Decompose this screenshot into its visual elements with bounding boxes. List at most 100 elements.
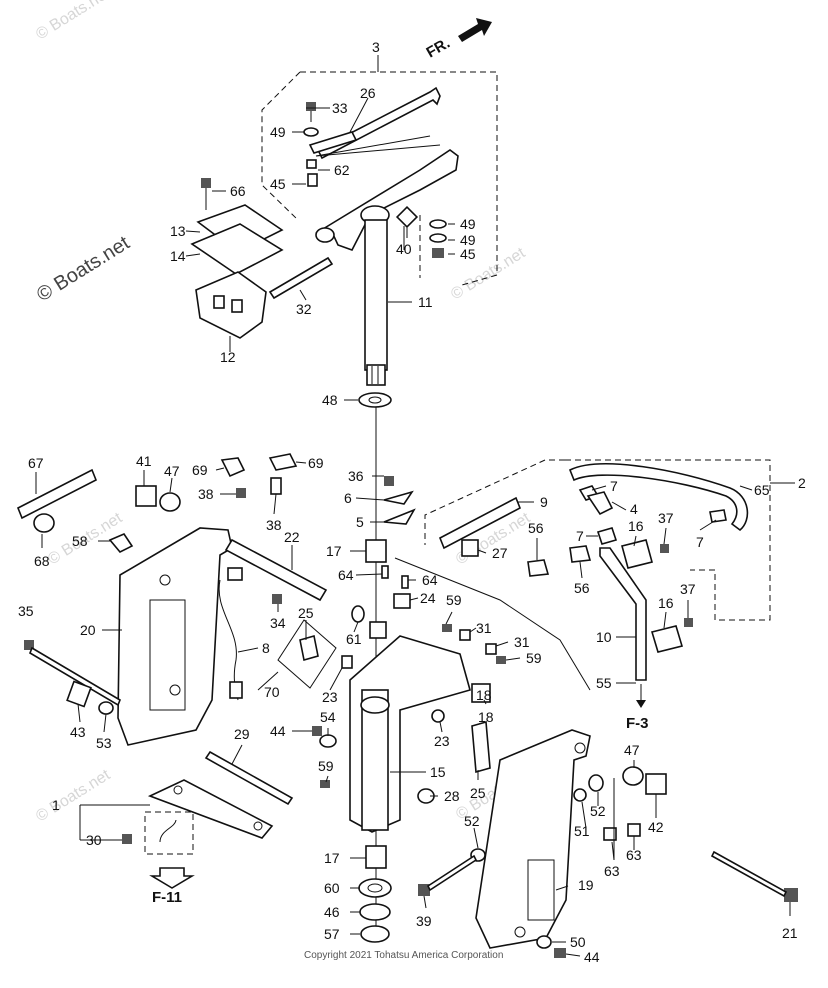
clamp-7-b [596, 527, 618, 545]
swivel-case [349, 635, 471, 833]
ref-label-f11: F-11 [152, 889, 182, 906]
bracket-group-3 [261, 55, 498, 286]
plate-1 [147, 779, 274, 839]
label-8: 8 [262, 640, 270, 656]
tiller-bar [308, 86, 441, 160]
tube-10 [599, 547, 647, 681]
label-34: 34 [270, 615, 286, 631]
copyright-text: Copyright 2021 Tohatsu America Corporati… [304, 950, 503, 961]
bolt-21 [710, 850, 798, 902]
label-4: 4 [630, 501, 638, 517]
label-9: 9 [540, 494, 548, 510]
seal-60 [358, 878, 392, 898]
screw-44 [312, 726, 322, 736]
label-28: 28 [444, 788, 460, 804]
washer-51 [573, 788, 587, 802]
nut-45 [432, 248, 444, 258]
label-51: 51 [574, 823, 590, 839]
label-49-top: 49 [270, 124, 286, 140]
label-43: 43 [70, 724, 86, 740]
guide-line [394, 557, 591, 691]
clip-25-left [299, 634, 319, 662]
label-57: 57 [324, 926, 340, 942]
washer-47-right [622, 766, 644, 786]
grease-fittings-right [442, 624, 506, 664]
leader-lines [35, 97, 791, 957]
bushing-18-upper [369, 621, 387, 639]
bracket-group-2 [424, 459, 795, 621]
bracket-16-a [621, 539, 653, 569]
label-61: 61 [346, 631, 362, 647]
label-39: 39 [416, 913, 432, 929]
label-47-left: 47 [164, 463, 180, 479]
label-22: 22 [284, 529, 300, 545]
label-35: 35 [18, 603, 34, 619]
seal-57 [360, 925, 390, 943]
nut-40 [395, 205, 419, 229]
bushing-17-upper [365, 539, 387, 563]
label-56-a: 56 [528, 520, 544, 536]
fitting-59-lower [320, 780, 330, 788]
label-33: 33 [332, 100, 348, 116]
label-37-b: 37 [680, 581, 696, 597]
label-31-a: 31 [476, 620, 492, 636]
label-41: 41 [136, 453, 152, 469]
tube-22 [224, 538, 328, 602]
grommet-68 [33, 513, 55, 533]
clip-56-b [569, 545, 592, 563]
label-44-right: 44 [584, 949, 600, 965]
washer-46 [359, 903, 391, 921]
washer-49-a [429, 219, 447, 229]
label-53: 53 [96, 735, 112, 751]
label-23-left: 23 [322, 689, 338, 705]
sensor-24 [393, 593, 411, 609]
label-64-left: 64 [338, 567, 354, 583]
bushing-43 [66, 680, 92, 708]
washer-53 [98, 701, 114, 715]
label-14: 14 [170, 248, 186, 264]
label-7-c: 7 [696, 534, 704, 550]
label-56-b: 56 [574, 580, 590, 596]
label-31-b: 31 [514, 634, 530, 650]
label-46: 46 [324, 904, 340, 920]
spacer-45-top [307, 173, 318, 187]
label-7-a: 7 [610, 478, 618, 494]
label-49-b: 49 [460, 232, 476, 248]
label-65: 65 [754, 482, 770, 498]
label-17-lower: 17 [324, 850, 340, 866]
bushing-42 [645, 773, 667, 795]
pin-64-b [401, 575, 409, 589]
label-16-a: 16 [628, 518, 644, 534]
screw-37-b [684, 618, 693, 627]
screw-30 [122, 834, 132, 844]
grease-nipple-23 [341, 655, 353, 669]
label-15: 15 [430, 764, 446, 780]
label-68: 68 [34, 553, 50, 569]
clip-25-right [471, 720, 491, 774]
label-40: 40 [396, 241, 412, 257]
clip-69-b [268, 453, 298, 471]
bushing-41 [135, 485, 157, 507]
washer-61 [351, 605, 365, 623]
screw-34 [272, 594, 282, 604]
screw-37-a [660, 544, 669, 553]
nut-63-a [627, 823, 641, 837]
hose-65 [568, 463, 749, 532]
label-62: 62 [334, 162, 350, 178]
washer-47 [159, 492, 181, 512]
label-6: 6 [344, 490, 352, 506]
label-67: 67 [28, 455, 44, 471]
inset-box-70 [277, 619, 337, 689]
cover-plates [190, 204, 284, 275]
label-26: 26 [360, 85, 376, 101]
label-55: 55 [596, 675, 612, 691]
label-38-left: 38 [198, 486, 214, 502]
ref-label-f3: F-3 [626, 715, 649, 732]
label-44-left: 44 [270, 723, 286, 739]
label-66: 66 [230, 183, 246, 199]
label-52-right: 52 [590, 803, 606, 819]
label-11: 11 [418, 294, 433, 310]
clip-69-a [220, 457, 246, 478]
block-12 [195, 271, 267, 339]
washer-49-top [303, 127, 319, 137]
